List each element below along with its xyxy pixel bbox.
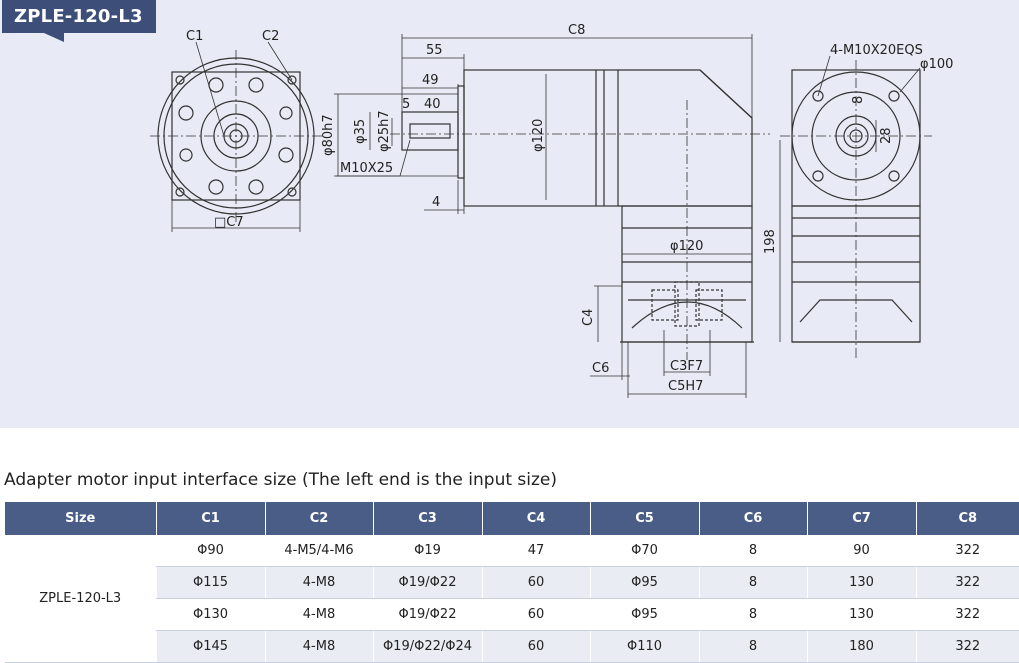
cell-c3: Φ19/Φ22 — [372, 598, 482, 631]
table-row: Φ115 4-M8 Φ19/Φ22 60 Φ95 8 130 322 — [5, 566, 1019, 599]
label-phi25: φ25h7 — [377, 110, 392, 152]
header-c2: C2 — [264, 502, 373, 535]
label-5: 5 — [402, 97, 410, 112]
label-c1: C1 — [186, 29, 203, 44]
cell-c5: Φ70 — [589, 535, 699, 567]
size-cell: ZPLE-120-L3 — [5, 535, 156, 663]
label-c6: C6 — [592, 361, 609, 376]
header-c4: C4 — [481, 502, 590, 535]
cell-c4: 47 — [481, 535, 590, 567]
cell-c4: 60 — [481, 630, 590, 663]
cell-c8: 322 — [915, 598, 1019, 631]
header-c3: C3 — [372, 502, 482, 535]
technical-drawing-area — [0, 0, 1019, 428]
cell-c6: 8 — [698, 630, 807, 663]
cell-c8: 322 — [915, 630, 1019, 663]
label-8: 8 — [851, 96, 866, 104]
cell-c8: 322 — [915, 535, 1019, 567]
cell-c6: 8 — [698, 598, 807, 631]
header-c7: C7 — [806, 502, 916, 535]
label-4: 4 — [432, 195, 440, 210]
cell-c8: 322 — [915, 566, 1019, 599]
label-c4: C4 — [581, 309, 596, 326]
label-phi120-lower: φ120 — [670, 239, 703, 254]
table-row: ZPLE-120-L3 Φ90 4-M5/4-M6 Φ19 47 Φ70 8 9… — [5, 535, 1019, 663]
cell-c2: 4-M5/4-M6 — [264, 535, 373, 567]
label-phi100: φ100 — [920, 57, 953, 72]
side-view — [334, 34, 781, 398]
label-c7: □C7 — [214, 215, 244, 230]
cell-c1: Φ130 — [155, 598, 265, 631]
table-row: Φ145 4-M8 Φ19/Φ22/Φ24 60 Φ110 8 180 322 — [5, 630, 1019, 663]
model-tag-tail — [44, 33, 64, 42]
label-c8: C8 — [568, 23, 585, 38]
label-40: 40 — [424, 97, 441, 112]
cell-c2: 4-M8 — [264, 566, 373, 599]
label-phi35: φ35 — [353, 119, 368, 144]
label-198: 198 — [763, 229, 778, 254]
header-c1: C1 — [155, 502, 265, 535]
cell-c1: Φ145 — [155, 630, 265, 663]
label-c5: C5H7 — [668, 379, 703, 394]
label-phi80: φ80h7 — [321, 114, 336, 156]
cell-c4: 60 — [481, 598, 590, 631]
label-c3: C3F7 — [670, 359, 703, 374]
label-c2: C2 — [262, 29, 279, 44]
cell-c7: 130 — [806, 566, 916, 599]
spec-table: Size C1 C2 C3 C4 C5 C6 C7 C8 ZPLE-120-L3… — [5, 502, 1019, 663]
label-49: 49 — [422, 73, 439, 88]
cell-c7: 180 — [806, 630, 916, 663]
cell-c3: Φ19/Φ22 — [372, 566, 482, 599]
right-end-view — [780, 55, 932, 360]
header-c5: C5 — [589, 502, 699, 535]
table-row: Φ130 4-M8 Φ19/Φ22 60 Φ95 8 130 322 — [5, 598, 1019, 631]
cell-c4: 60 — [481, 566, 590, 599]
cell-c2: 4-M8 — [264, 598, 373, 631]
cell-c5: Φ110 — [589, 630, 699, 663]
label-phi120-body: φ120 — [531, 119, 546, 152]
cell-c6: 8 — [698, 535, 807, 567]
cell-c7: 130 — [806, 598, 916, 631]
header-size: Size — [5, 502, 156, 535]
cell-c3: Φ19 — [372, 535, 482, 567]
cell-c5: Φ95 — [589, 566, 699, 599]
label-28: 28 — [879, 127, 894, 144]
model-tag: ZPLE-120-L3 — [2, 0, 156, 33]
technical-drawing: C1 C2 □C7 C8 55 49 40 5 4 φ80h7 φ35 φ25h… — [150, 23, 953, 398]
header-c8: C8 — [915, 502, 1019, 535]
label-m10: M10X25 — [340, 161, 393, 176]
header-c6: C6 — [698, 502, 807, 535]
cell-c1: Φ90 — [155, 535, 265, 567]
cell-c7: 90 — [806, 535, 916, 567]
cell-c1: Φ115 — [155, 566, 265, 599]
cell-c6: 8 — [698, 566, 807, 599]
cell-c5: Φ95 — [589, 598, 699, 631]
label-bolts: 4-M10X20EQS — [830, 43, 923, 58]
table-caption: Adapter motor input interface size (The … — [4, 470, 558, 490]
cell-c3: Φ19/Φ22/Φ24 — [372, 630, 482, 663]
table-header-row: Size C1 C2 C3 C4 C5 C6 C7 C8 — [5, 502, 1019, 535]
cell-c2: 4-M8 — [264, 630, 373, 663]
flange-front-view — [150, 41, 322, 232]
label-55: 55 — [426, 43, 443, 58]
